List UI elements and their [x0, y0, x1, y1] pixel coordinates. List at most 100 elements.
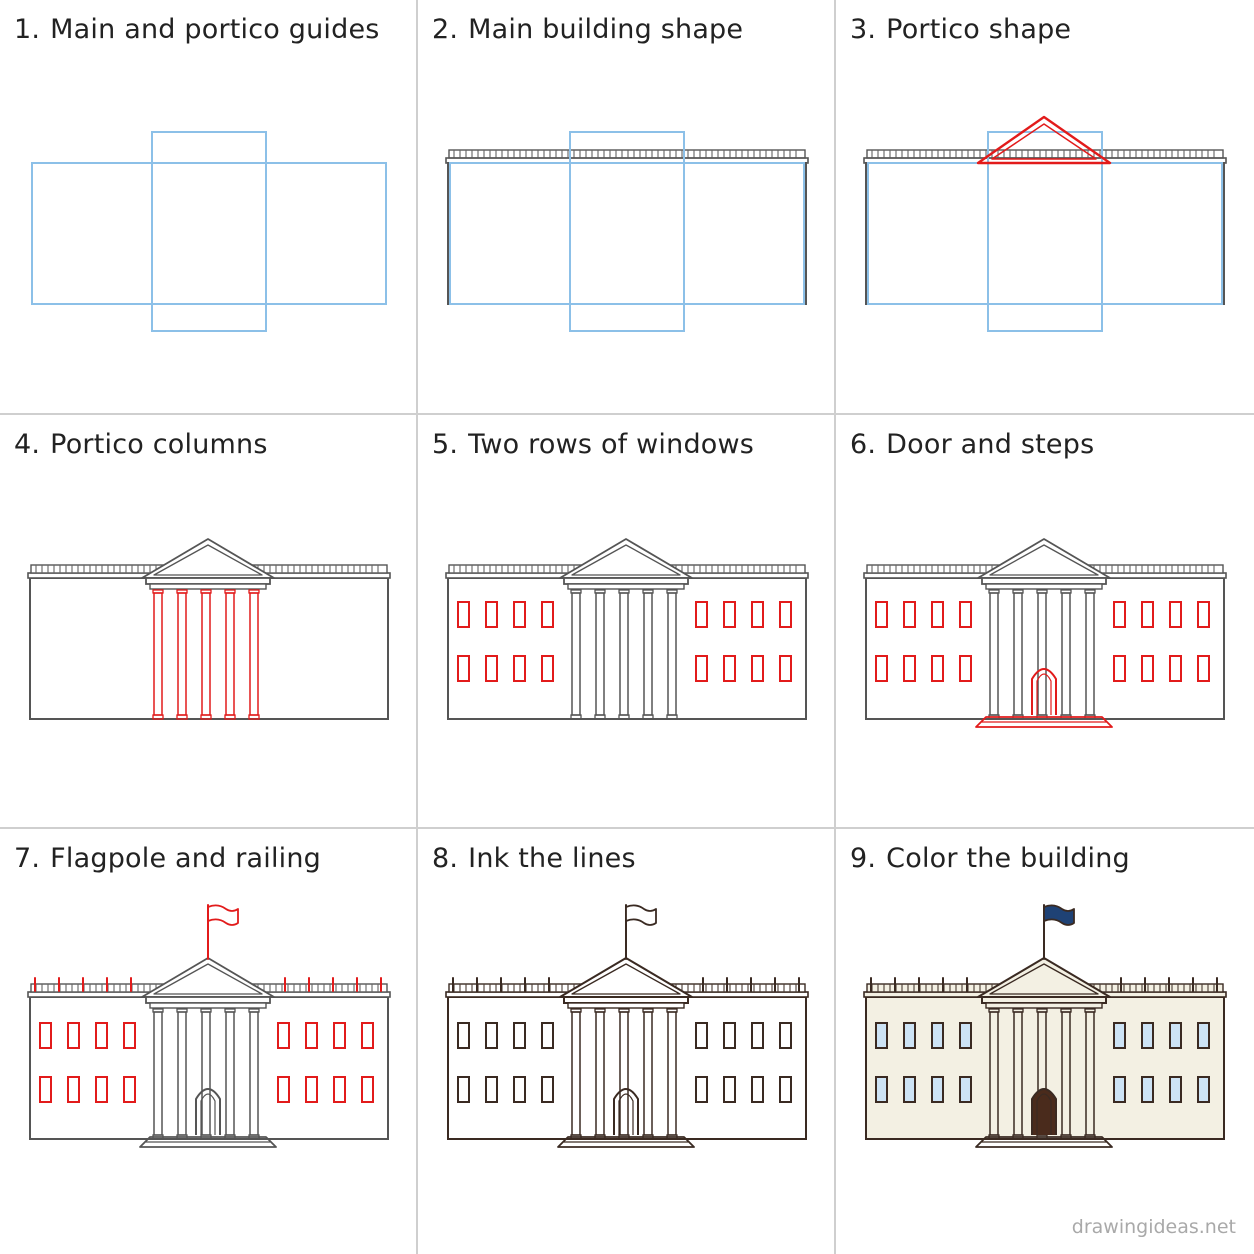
step-panel-6: 6.Door and steps [836, 415, 1254, 829]
step-label: Main building shape [468, 14, 744, 45]
step-panel-3: 3.Portico shape [836, 0, 1254, 415]
portico-entablature [145, 577, 271, 585]
pediment-inner [989, 544, 1099, 576]
window [513, 601, 526, 628]
portico-architrave [985, 1002, 1103, 1009]
step-number: 9. [850, 843, 877, 874]
column-base [248, 714, 260, 720]
window [513, 655, 526, 682]
balustrade [866, 149, 1224, 159]
window [513, 1022, 526, 1049]
entrance-steps [139, 1136, 277, 1148]
pediment-inner [153, 963, 263, 995]
main-building-body [447, 162, 807, 305]
main-building-body [865, 162, 1225, 305]
window [333, 1022, 346, 1049]
step-number: 5. [432, 429, 459, 460]
portico-architrave [985, 583, 1103, 590]
step-title: 8.Ink the lines [432, 843, 636, 874]
window [67, 1022, 80, 1049]
window [541, 1022, 554, 1049]
flag [207, 904, 239, 926]
window [39, 1076, 52, 1103]
window [513, 1076, 526, 1103]
window [123, 1022, 136, 1049]
window [333, 1076, 346, 1103]
window [903, 601, 916, 628]
window [875, 1076, 888, 1103]
window [751, 1022, 764, 1049]
window [1169, 1076, 1182, 1103]
window [123, 1076, 136, 1103]
window [361, 1076, 374, 1103]
window [39, 1022, 52, 1049]
wing-guide-box [449, 162, 805, 305]
window [457, 1022, 470, 1049]
step-5-drawing [445, 538, 809, 720]
main-building-body [447, 996, 807, 1140]
window [1197, 1022, 1210, 1049]
entrance-steps [557, 1136, 695, 1148]
window [931, 1022, 944, 1049]
step-6-drawing [863, 538, 1227, 728]
window [723, 655, 736, 682]
window [1169, 1022, 1182, 1049]
step-title: 6.Door and steps [850, 429, 1094, 460]
window [95, 1076, 108, 1103]
window [723, 1022, 736, 1049]
column-base [176, 714, 188, 720]
window [903, 655, 916, 682]
window [1141, 655, 1154, 682]
column-base [618, 714, 630, 720]
column-base [152, 714, 164, 720]
window [305, 1022, 318, 1049]
window [723, 601, 736, 628]
window [903, 1076, 916, 1103]
window [277, 1076, 290, 1103]
step-number: 4. [14, 429, 41, 460]
arched-door [613, 1088, 639, 1135]
door-inner-frame [1036, 1093, 1052, 1135]
pediment-inner [153, 544, 263, 576]
window [485, 655, 498, 682]
step-label: Two rows of windows [468, 429, 755, 460]
pediment-inner [571, 963, 681, 995]
step-label: Portico columns [50, 429, 268, 460]
entrance-steps [975, 716, 1113, 728]
entrance-steps [975, 1136, 1113, 1148]
window [751, 1076, 764, 1103]
main-building-body [447, 577, 807, 720]
window [695, 655, 708, 682]
pediment-inner [989, 963, 1099, 995]
step-3-drawing [863, 115, 1227, 332]
step-panel-9: 9.Color the building [836, 829, 1254, 1254]
column-base [642, 714, 654, 720]
window [779, 601, 792, 628]
step-panel-2: 2.Main building shape [418, 0, 836, 415]
window [1197, 655, 1210, 682]
pediment-outer [976, 115, 1112, 165]
step-panel-8: 8.Ink the lines [418, 829, 836, 1254]
step-title: 1.Main and portico guides [14, 14, 380, 45]
column-base [200, 714, 212, 720]
window [1113, 655, 1126, 682]
step-title: 5. Two rows of windows [432, 429, 754, 460]
pediment-inner [571, 544, 681, 576]
step-label: Main and portico guides [50, 14, 380, 45]
step-panel-4: 4. Portico columns [0, 415, 418, 829]
window [541, 655, 554, 682]
step-title: 9.Color the building [850, 843, 1130, 874]
step-panel-7: 7.Flagpole and railing [0, 829, 418, 1254]
window [959, 655, 972, 682]
window [457, 655, 470, 682]
window [485, 1076, 498, 1103]
wing-guide-box [867, 162, 1223, 305]
step-1-drawing [31, 131, 387, 332]
wing-guide-box [31, 162, 387, 305]
window [723, 1076, 736, 1103]
main-building-body [29, 577, 389, 720]
step-title: 7.Flagpole and railing [14, 843, 321, 874]
balustrade [448, 149, 806, 159]
step-8-drawing [445, 904, 809, 1148]
